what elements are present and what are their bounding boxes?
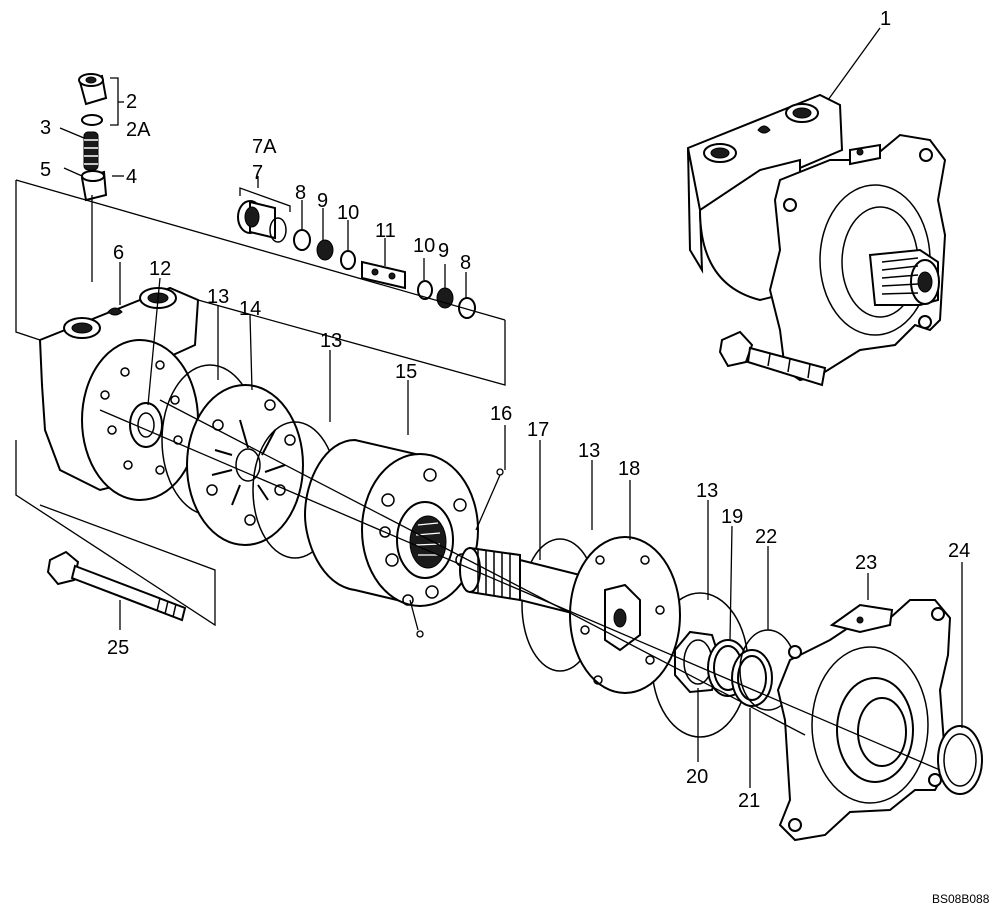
callout-25: 25 bbox=[107, 637, 129, 659]
balance-plate bbox=[161, 364, 304, 546]
tie-bolt bbox=[46, 550, 187, 622]
mounting-flange bbox=[776, 599, 952, 842]
callout-19: 19 bbox=[721, 506, 743, 528]
callout-11: 11 bbox=[375, 220, 396, 242]
assembled-motor bbox=[686, 93, 947, 387]
callout-16: 16 bbox=[490, 403, 512, 425]
gerotor-set bbox=[303, 438, 479, 607]
relief-valve-parts bbox=[78, 73, 108, 202]
callout-4: 4 bbox=[126, 166, 137, 188]
port-housing bbox=[38, 286, 200, 501]
callout-1: 1 bbox=[880, 8, 891, 30]
callout-23: 23 bbox=[855, 552, 877, 574]
leader-lines bbox=[59, 27, 963, 788]
callout-15: 15 bbox=[395, 361, 417, 383]
callout-9a: 9 bbox=[317, 190, 328, 212]
callout-8a: 8 bbox=[295, 182, 306, 204]
callout-7: 7 bbox=[252, 162, 263, 184]
assembly-frame-lines bbox=[15, 179, 941, 771]
callout-22: 22 bbox=[755, 526, 777, 548]
callout-13c: 13 bbox=[578, 440, 600, 462]
callout-8b: 8 bbox=[460, 252, 471, 274]
callout-5: 5 bbox=[40, 159, 51, 181]
drawing-code: BS08B088 bbox=[932, 892, 990, 906]
callout-18: 18 bbox=[618, 458, 640, 480]
wear-plate bbox=[569, 536, 681, 694]
callout-6: 6 bbox=[113, 242, 124, 264]
shuttle-valve-parts bbox=[237, 200, 476, 319]
callout-14: 14 bbox=[239, 298, 261, 320]
callout-2a: 2A bbox=[126, 119, 151, 141]
callout-9b: 9 bbox=[438, 240, 449, 262]
callout-24: 24 bbox=[948, 540, 970, 562]
callout-10b: 10 bbox=[413, 235, 435, 257]
callout-2: 2 bbox=[126, 91, 137, 113]
callout-13a: 13 bbox=[207, 286, 229, 308]
callout-7a: 7A bbox=[252, 136, 277, 158]
callout-17: 17 bbox=[527, 419, 549, 441]
callout-20: 20 bbox=[686, 766, 708, 788]
callout-labels: 1 2 2A 3 4 5 6 7 7A 8 9 10 11 10 9 8 12 … bbox=[40, 8, 970, 812]
callout-21: 21 bbox=[738, 790, 760, 812]
callout-3: 3 bbox=[40, 117, 51, 139]
bearing-and-seals bbox=[674, 629, 797, 711]
callout-13d: 13 bbox=[696, 480, 718, 502]
callout-10a: 10 bbox=[337, 202, 359, 224]
callout-13b: 13 bbox=[320, 330, 342, 352]
shaft-seal bbox=[937, 725, 983, 795]
callout-12: 12 bbox=[149, 258, 171, 280]
